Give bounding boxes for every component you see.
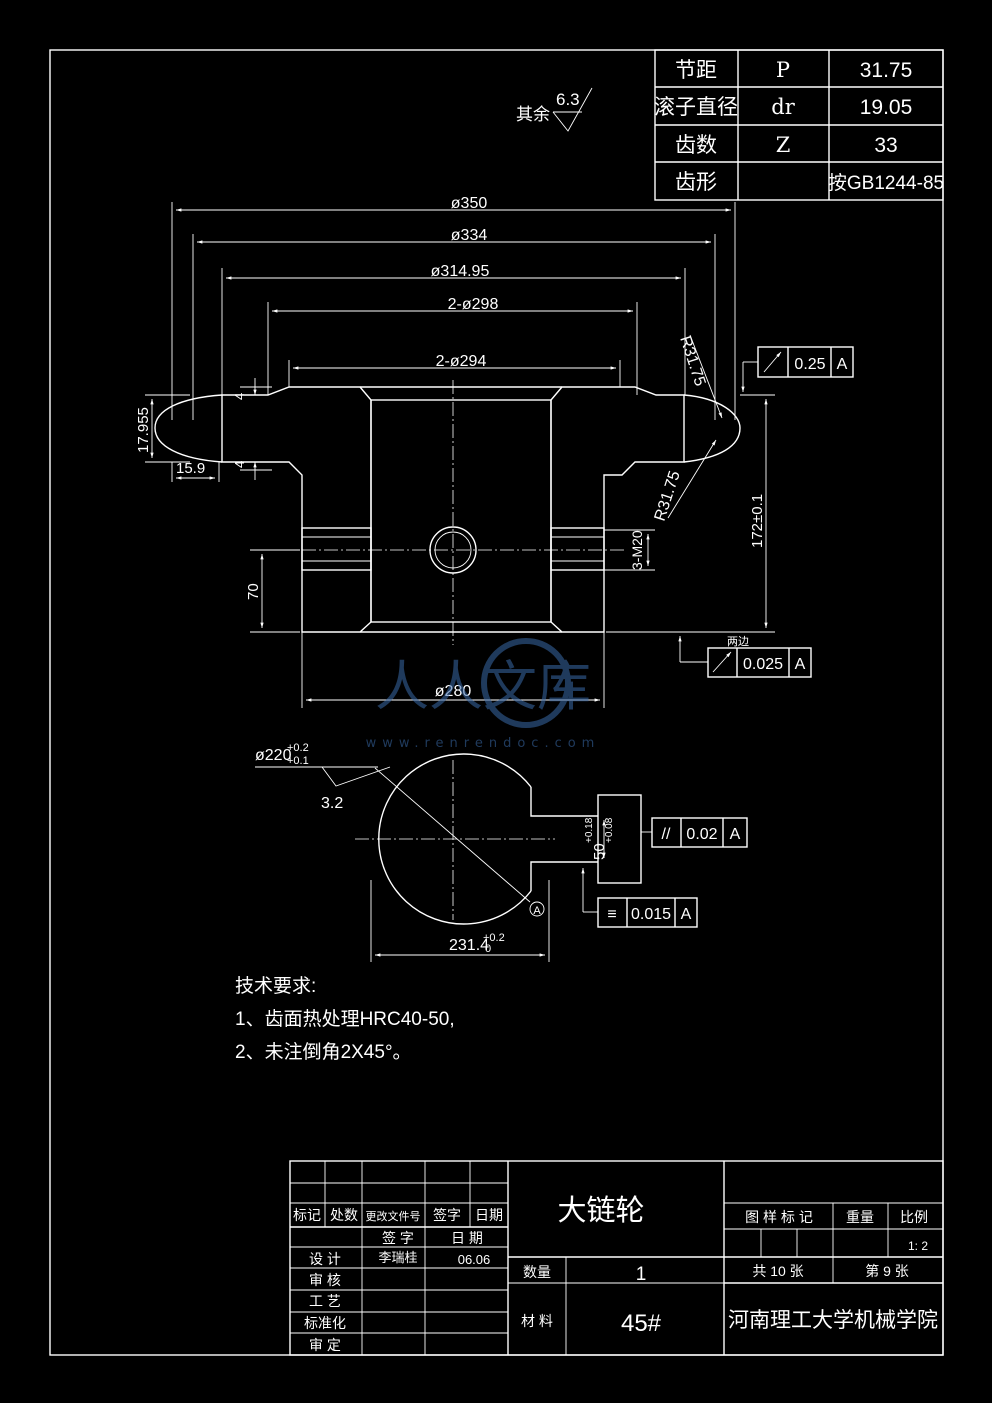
dim-key-tol-lo: +0.08 [604, 817, 615, 843]
symmetry-frame: ≡ 0.015 A [581, 868, 698, 928]
dim-d298: 2-ø298 [448, 296, 499, 313]
dim-d220-tol-up: +0.2 [287, 742, 309, 754]
tb-sheet-no: 第 9 张 [865, 1263, 909, 1279]
finish-prefix: 其余 [516, 105, 550, 124]
dim-h172: 172±0.1 [749, 494, 766, 548]
dim-key-width: 50 [591, 843, 608, 860]
param-label-profile: 齿形 [675, 171, 717, 194]
watermark-url: www.renrendoc.com [366, 736, 601, 751]
runout-bot-value: 0.025 [743, 656, 783, 673]
tb-date-design: 06.06 [458, 1252, 491, 1267]
dim-chamfer-top: 4 [232, 393, 247, 400]
tb-scale-label: 比例 [900, 1209, 928, 1225]
runout-top-datum: A [837, 356, 848, 373]
tb-header-date: 日期 [475, 1207, 503, 1223]
param-value-pitch: 31.75 [860, 59, 913, 82]
tb-role-design: 设 计 [309, 1251, 341, 1267]
tb-date-header: 日 期 [451, 1230, 483, 1246]
watermark: 人人文库 www.renrendoc.com [366, 638, 601, 751]
dim-r-top: R31.75 [676, 334, 708, 388]
dim-d314: ø314.95 [431, 263, 490, 280]
parallel-symbol: // [662, 826, 671, 843]
tb-part-name: 大链轮 [557, 1194, 644, 1227]
tb-material-value: 45# [621, 1310, 662, 1337]
param-value-profile: 按GB1244-85 [828, 172, 944, 194]
tb-material-label: 材 料 [521, 1313, 553, 1329]
parameter-table: 节距 P 31.75 滚子直径 dr 19.05 齿数 Z 33 齿形 按GB1… [654, 49, 944, 201]
param-label-roller: 滚子直径 [654, 96, 738, 119]
title-block: 标记 处数 更改文件号 签字 日期 签 字 日 期 设 计 李瑞桂 06.06 … [289, 1160, 944, 1356]
dim-key-tol-up: +0.18 [584, 817, 595, 843]
side-dimensions: R31.75 R31.75 17.955 15.9 4 4 70 172±0.1 [135, 334, 775, 633]
tb-name-design: 李瑞桂 [378, 1250, 417, 1265]
both-sides-note: 两边 [727, 635, 749, 648]
symmetry-symbol: ≡ [607, 906, 616, 923]
runout-bot-datum: A [795, 656, 806, 673]
requirements-title: 技术要求: [235, 975, 316, 997]
tb-role-process: 工 艺 [309, 1293, 341, 1309]
dim-d231-tol-lo: 0 [485, 943, 491, 955]
dim-width-15: 15.9 [176, 460, 205, 477]
runout-top-value: 0.25 [794, 356, 825, 373]
requirement-2: 2、未注倒角2X45°。 [235, 1041, 412, 1063]
tb-role-approve: 审 定 [309, 1337, 341, 1353]
tb-scale-value: 1: 2 [908, 1239, 928, 1253]
tb-qty-value: 1 [636, 1264, 647, 1285]
param-symbol-pitch: P [776, 58, 790, 82]
dim-m20: 3-M20 [629, 530, 645, 570]
parallelism-frame: // 0.02 A [641, 817, 748, 848]
param-symbol-teeth: Z [776, 133, 791, 157]
param-label-pitch: 节距 [675, 59, 717, 82]
tb-weight: 重量 [846, 1209, 874, 1225]
requirement-1: 1、齿面热处理HRC40-50, [235, 1008, 455, 1030]
tb-header-sign: 签字 [433, 1207, 461, 1223]
tb-qty-label: 数量 [523, 1264, 551, 1280]
tb-total-sheets: 共 10 张 [752, 1263, 803, 1279]
dim-r-bot: R31.75 [652, 469, 684, 523]
dim-h70: 70 [245, 583, 262, 600]
finish-value: 6.3 [556, 90, 580, 109]
tb-role-standard: 标准化 [304, 1315, 346, 1331]
rough-hub: 3.2 [321, 795, 343, 812]
technical-requirements: 技术要求: 1、齿面热处理HRC40-50, 2、未注倒角2X45°。 [235, 975, 455, 1063]
datum-a: A [533, 905, 541, 917]
dim-width-17: 17.955 [135, 407, 152, 453]
dim-d280: ø280 [435, 683, 472, 700]
dim-chamfer-bot: 4 [232, 461, 247, 468]
symmetry-value: 0.015 [631, 906, 671, 923]
dim-d231-tol-up: +0.2 [483, 932, 505, 944]
dim-d231: 231.4 [449, 937, 489, 954]
dim-d294: 2-ø294 [436, 353, 487, 370]
dim-d220-tol-lo: +0.1 [287, 755, 309, 767]
tb-header-mark: 标记 [293, 1207, 321, 1223]
diameter-dimensions: ø350 ø334 ø314.95 2-ø298 2-ø294 ø280 [171, 195, 736, 708]
sprocket-section-view [154, 380, 741, 645]
runout-top-frame: 0.25 A [741, 346, 854, 392]
tb-header-change: 更改文件号 [366, 1209, 421, 1223]
parallel-value: 0.02 [686, 826, 717, 843]
runout-bottom-frame: 0.025 A 两边 [678, 635, 812, 678]
symmetry-datum: A [681, 906, 692, 923]
dim-d334: ø334 [451, 227, 488, 244]
param-symbol-roller: dr [771, 95, 795, 119]
bore-end-view: ø220 +0.2 +0.1 3.2 A 231.4 +0.2 0 50 +0.… [255, 742, 642, 962]
tb-drawing-mark: 图 样 标 记 [745, 1209, 813, 1225]
watermark-text: 人人文库 [375, 655, 591, 718]
param-label-teeth: 齿数 [675, 134, 717, 157]
tb-role-review: 审 核 [309, 1272, 341, 1288]
general-surface-finish: 其余 6.3 [516, 87, 593, 132]
tb-sign-header: 签 字 [382, 1230, 414, 1246]
param-value-teeth: 33 [874, 134, 897, 157]
tb-header-count: 处数 [330, 1207, 358, 1223]
param-value-roller: 19.05 [860, 96, 913, 119]
parallel-datum: A [730, 826, 741, 843]
dim-d220: ø220 [255, 747, 292, 764]
dim-d350: ø350 [451, 195, 488, 212]
tb-school: 河南理工大学机械学院 [728, 1309, 938, 1332]
